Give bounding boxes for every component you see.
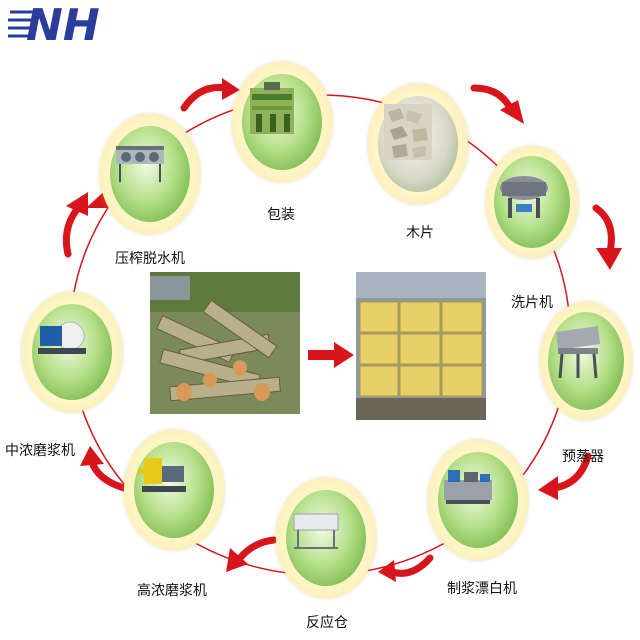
high-consistency-refiner-photo (138, 458, 186, 492)
node-yazha (100, 114, 200, 234)
node-baozhuang (232, 62, 332, 182)
label-fanyingcang: 反应仓 (306, 615, 348, 631)
label-baozhuang: 包装 (267, 207, 295, 223)
node-fanyingcang (276, 478, 376, 598)
pulp-bales-photo (356, 272, 486, 420)
arrow-mupian-to-xipianji (470, 84, 524, 124)
label-zhongnong: 中浓磨浆机 (5, 443, 75, 459)
arrow-zhongnong-to-yazha (62, 192, 88, 258)
baler-machine-photo (250, 82, 294, 134)
node-gaonong (124, 430, 224, 550)
label-xipianji: 洗片机 (511, 295, 553, 311)
wood-chips-photo (384, 104, 432, 160)
node-zhijiang (428, 440, 528, 560)
right-arrow-icon (308, 342, 354, 368)
label-yazha: 压榨脱水机 (115, 251, 185, 267)
logo-text: NH (26, 2, 100, 46)
node-yuzhengqi (540, 302, 632, 420)
pulping-bleaching-machine-photo (444, 470, 492, 504)
node-mupian (368, 84, 468, 204)
label-gaonong: 高浓磨浆机 (137, 583, 207, 599)
logs-photo (150, 272, 300, 414)
pre-steamer-photo (556, 326, 600, 379)
label-mupian: 木片 (406, 225, 434, 241)
arrow-fanyingcang-to-gaonong (226, 536, 278, 572)
reaction-bin-photo (293, 513, 339, 549)
arrow-yazha-to-baozhuang (180, 78, 240, 112)
label-yuzhengqi: 预蒸器 (562, 449, 604, 465)
nh-logo: NH (8, 2, 100, 46)
label-zhijiang: 制浆漂白机 (447, 581, 517, 597)
chip-washer-photo (500, 176, 548, 218)
arrow-zhijiang-to-fanyingcang (378, 554, 434, 582)
arrow-gaonong-to-zhongnong (80, 446, 128, 492)
arrow-xipianji-to-yuzhengqi (592, 204, 622, 270)
medium-consistency-refiner-photo (38, 321, 86, 354)
node-xipianji (486, 146, 578, 258)
screw-press-dewatering-photo (116, 146, 164, 182)
arrow-yuzhengqi-to-zhijiang (538, 452, 592, 500)
node-zhongnong (22, 292, 122, 412)
